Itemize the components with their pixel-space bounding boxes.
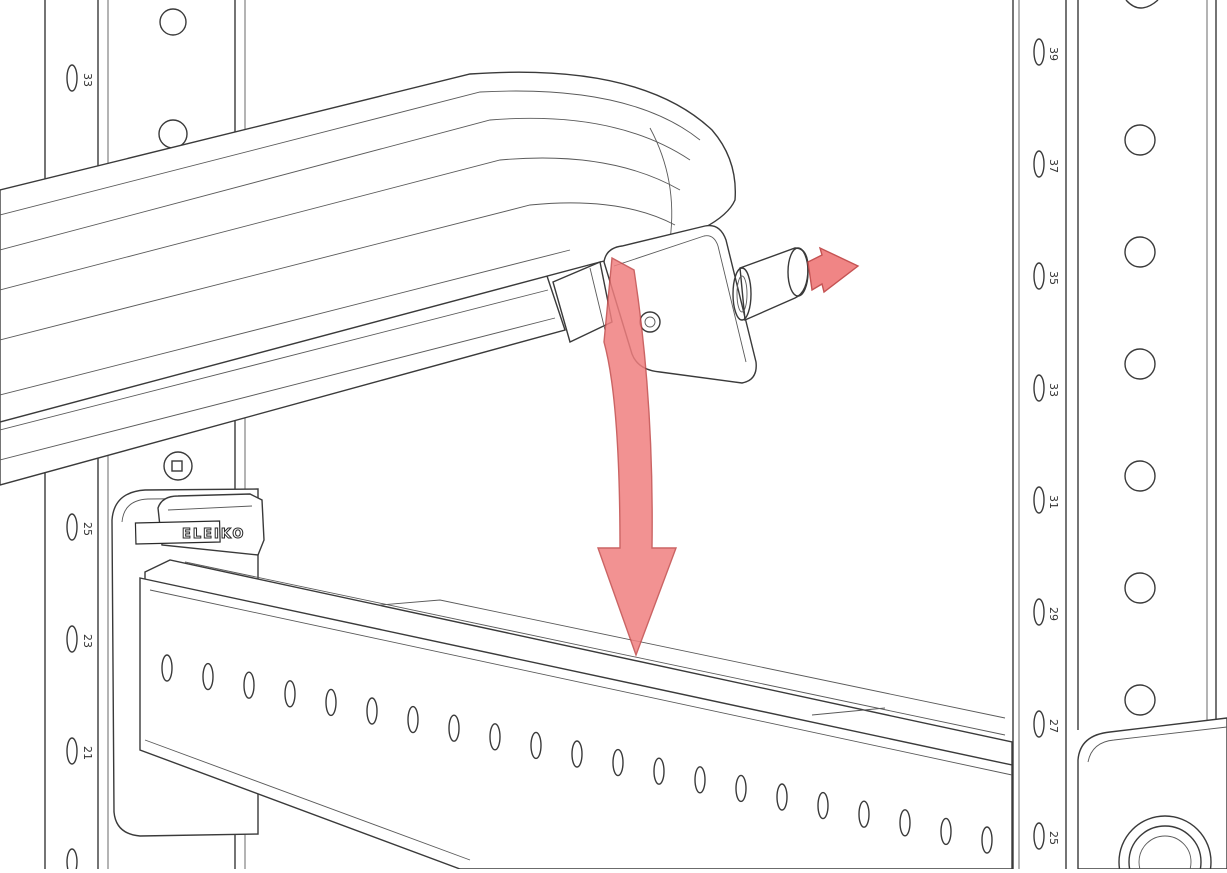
right-upright-slots xyxy=(1033,38,1045,850)
arm-hole xyxy=(489,723,501,751)
upright-number-label: 23 xyxy=(81,634,94,648)
upright-slot xyxy=(1033,374,1045,402)
arm-hole xyxy=(571,740,583,768)
upright-number-label: 39 xyxy=(1047,47,1060,61)
bench-pad xyxy=(0,71,809,486)
upright-slot xyxy=(1033,710,1045,738)
upright-number-label: 35 xyxy=(1047,271,1060,285)
right-lower-bracket xyxy=(1077,717,1227,870)
upright-number-label: 25 xyxy=(1047,831,1060,845)
upright-hole xyxy=(1124,348,1156,380)
arm-hole xyxy=(776,783,788,811)
upright-hole xyxy=(1124,124,1156,156)
upright-number-label: 27 xyxy=(1047,719,1060,733)
bracket-knob xyxy=(1118,815,1212,873)
arm-hole xyxy=(694,766,706,794)
upright-hole xyxy=(1124,460,1156,492)
arm-hole xyxy=(981,826,993,854)
arm-hole xyxy=(202,662,214,691)
upright-number-label: 29 xyxy=(1047,607,1060,621)
upright-hole xyxy=(1124,572,1156,604)
upright-slot xyxy=(1033,486,1045,514)
upright-hole xyxy=(1124,236,1156,268)
arm-hole xyxy=(325,688,337,717)
brand-label: ELEIKO xyxy=(182,527,245,542)
arm-hole xyxy=(817,791,829,820)
arm-hole xyxy=(407,705,419,734)
upright-number-label: 21 xyxy=(81,746,94,760)
pull-pin-arrow xyxy=(807,246,860,294)
arm-hole xyxy=(940,817,952,846)
upright-number-label: 31 xyxy=(1047,495,1060,509)
arm-hole xyxy=(653,757,665,785)
arm-hole xyxy=(366,697,378,725)
arm-hole xyxy=(284,680,296,708)
arm-hole xyxy=(161,654,173,682)
upright-slot xyxy=(1033,598,1045,626)
arm-hole xyxy=(899,809,911,837)
upright-hole xyxy=(158,119,188,149)
right-upright xyxy=(1012,0,1227,873)
left-upright-slots xyxy=(66,64,78,873)
upright-slot xyxy=(66,737,78,765)
safety-arm: ELEIKO xyxy=(111,488,1013,870)
upright-slot xyxy=(66,625,78,653)
arm-hole xyxy=(735,774,747,803)
upright-slot xyxy=(66,513,78,541)
arm-hole xyxy=(243,671,255,699)
upright-number-label: 33 xyxy=(81,73,94,87)
upright-slot xyxy=(66,848,78,873)
left-upright-labels: 33 25 23 21 xyxy=(81,73,94,760)
upright-hole xyxy=(1124,684,1156,716)
hole-pin xyxy=(171,460,183,472)
upright-number-label: 25 xyxy=(81,522,94,536)
upright-slot xyxy=(1033,822,1045,850)
upright-hole xyxy=(163,451,193,481)
upright-slot xyxy=(1033,150,1045,178)
arm-hole xyxy=(448,714,460,742)
arm-hole-row xyxy=(161,654,993,854)
arm-hole xyxy=(858,800,870,828)
upright-slot xyxy=(1033,38,1045,66)
upright-number-label: 33 xyxy=(1047,383,1060,397)
brand-badge: ELEIKO xyxy=(134,520,245,545)
upright-slot xyxy=(66,64,78,92)
arm-hole xyxy=(530,731,542,760)
upright-slot xyxy=(1033,262,1045,290)
lower-pad-arrow xyxy=(597,256,678,658)
upright-hole xyxy=(159,8,187,36)
arm-hole xyxy=(612,748,624,777)
right-upright-holes xyxy=(1124,124,1156,716)
right-upright-labels: 39 37 35 33 31 29 27 25 xyxy=(1047,47,1060,845)
upright-number-label: 37 xyxy=(1047,159,1060,173)
